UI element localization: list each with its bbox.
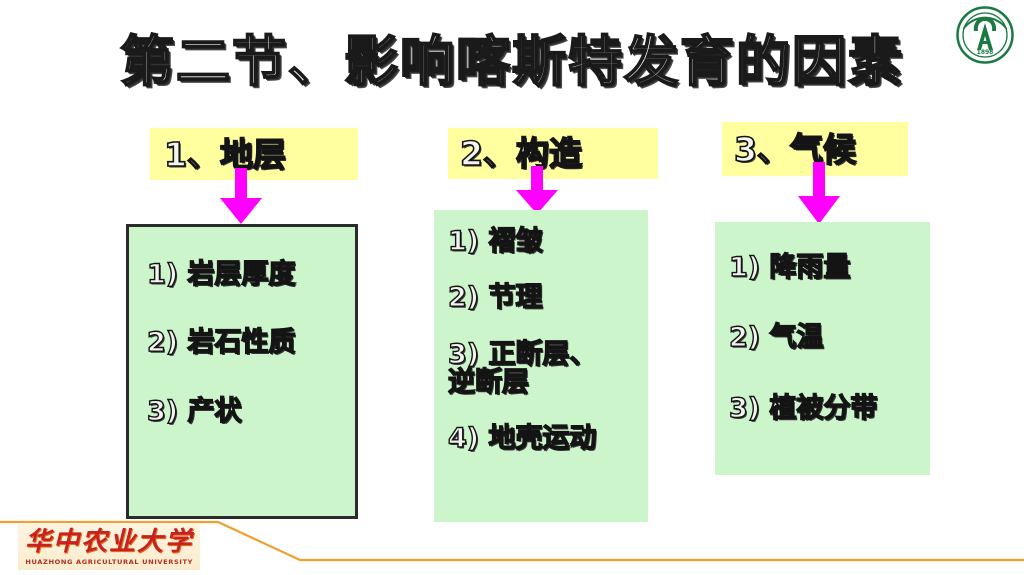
column-header-1: 1、地层: [150, 128, 358, 180]
content-box-1: 1) 岩层厚度 2) 岩石性质 3) 产状: [126, 224, 358, 519]
column-header-3: 3、气候: [722, 122, 908, 176]
list-item: 2) 气温: [728, 322, 824, 354]
list-item: 3) 植被分带: [728, 392, 878, 424]
content-box-2: 1) 褶皱 2) 节理 3) 正断层、 逆断层 4) 地壳运动: [434, 210, 648, 522]
down-arrow-icon-2: [514, 166, 560, 214]
list-item: 1) 降雨量: [728, 252, 851, 283]
down-arrow-icon-1: [218, 168, 264, 224]
list-item: 1) 岩层厚度: [146, 259, 296, 290]
list-item: 2) 节理: [447, 282, 543, 314]
list-item: 2) 岩石性质: [146, 327, 296, 359]
down-arrow-icon-3: [796, 162, 842, 224]
university-logo-cn: 华中农业大学: [24, 526, 193, 557]
list-item: 1) 褶皱: [447, 226, 543, 257]
emblem-year: 1898: [977, 49, 994, 56]
slide-title: 第二节、影响喀斯特发育的因素: [119, 29, 904, 94]
list-item: 3) 正断层、 逆断层: [447, 338, 597, 399]
list-item: 4) 地壳运动: [447, 423, 597, 455]
list-item: 3) 产状: [146, 395, 242, 427]
university-logo: 华中农业大学 HUAZHONG AGRICULTURAL UNIVERSITY: [18, 524, 200, 570]
university-logo-en: HUAZHONG AGRICULTURAL UNIVERSITY: [25, 557, 193, 566]
university-emblem-icon: 1898: [956, 6, 1014, 64]
content-box-3: 1) 降雨量 2) 气温 3) 植被分带: [715, 222, 930, 475]
column-header-2: 2、构造: [448, 128, 658, 179]
